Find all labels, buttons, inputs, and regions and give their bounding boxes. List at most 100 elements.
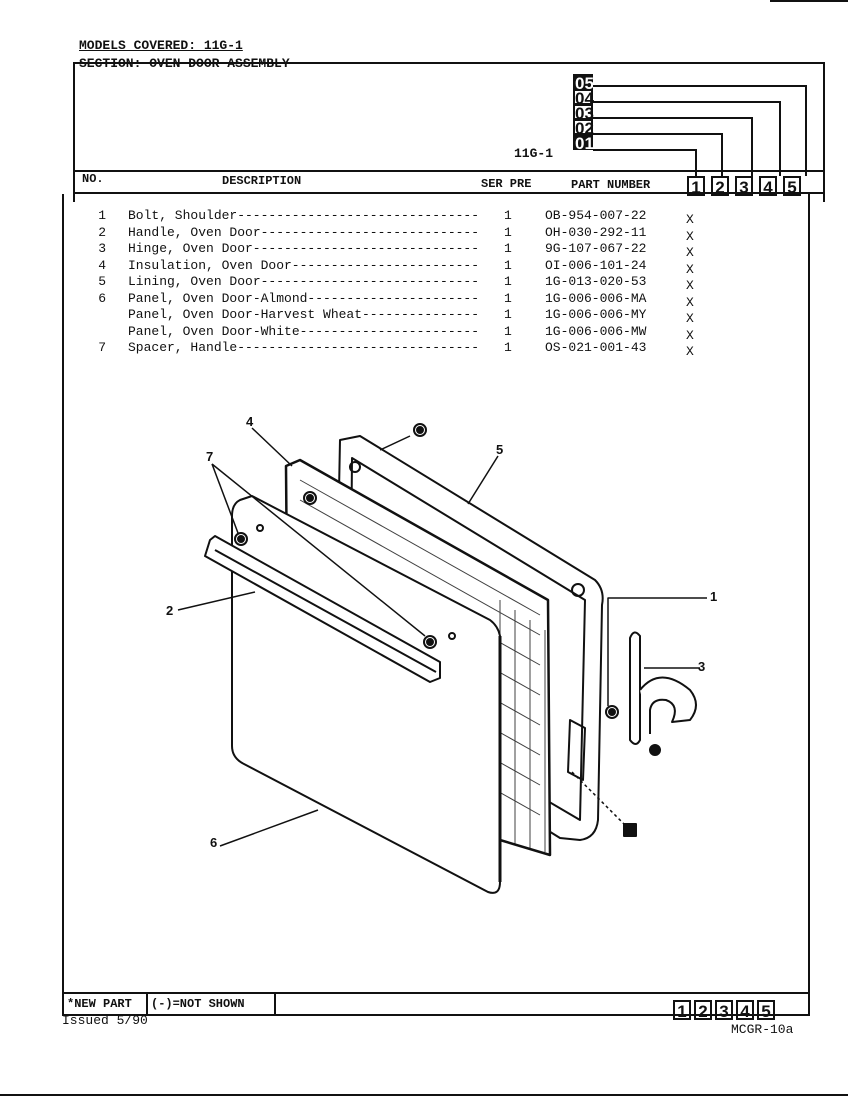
- table-row: 6 Panel, Oven Door-Almond----------------…: [0, 290, 848, 310]
- corner-rule: [770, 0, 848, 2]
- dot-leader: ----------------------: [307, 290, 480, 306]
- model-mark: X: [686, 294, 694, 310]
- dot-leader: ----------------------------: [260, 274, 480, 289]
- callout-spacer: 7: [206, 449, 214, 464]
- dot-leader: ---------------: [362, 307, 480, 322]
- dot-leader: ----------------------------: [260, 224, 480, 240]
- footer-model: 5: [757, 1000, 775, 1021]
- body-frame: [62, 194, 810, 994]
- footer-model: 1: [673, 1000, 691, 1021]
- part-description: Panel, Oven Door-Almond: [128, 290, 308, 306]
- serial-marker: 02: [573, 119, 594, 138]
- part-number: 1G-006-006-MW: [545, 323, 647, 339]
- part-no: 4: [98, 257, 106, 273]
- col-no: NO.: [82, 172, 104, 186]
- part-description: Panel, Oven Door-White: [128, 323, 300, 339]
- table-row: 2 Handle, Oven Door----------------------…: [0, 224, 848, 244]
- table-row: Panel, Oven Door-Harvest Wheat----------…: [0, 306, 848, 326]
- part-qty: 1: [504, 340, 512, 355]
- model-mark: X: [686, 278, 694, 293]
- serial-marker-stack: 05 04 03 02 01: [573, 74, 594, 153]
- part-number: OS-021-001-43: [545, 340, 647, 355]
- model-label: 11G-1: [514, 146, 554, 161]
- model-col: 3: [735, 176, 753, 197]
- model-mark: X: [686, 311, 694, 326]
- dot-leader: -----------------------------: [252, 241, 480, 256]
- callout-insulation: 4: [246, 414, 254, 429]
- model-col: 1: [687, 176, 705, 197]
- part-description: Panel, Oven Door-Harvest Wheat: [128, 307, 363, 322]
- hinge: [629, 631, 641, 745]
- column-header-row: [73, 170, 825, 194]
- part-number: 1G-006-006-MY: [545, 307, 647, 322]
- issued-date: Issued 5/90: [62, 1013, 148, 1028]
- serial-marker: 03: [573, 104, 594, 123]
- dot-leader: -----------------------: [299, 323, 480, 339]
- serial-marker: 05: [573, 74, 594, 93]
- oven-door-diagram: [177, 423, 707, 894]
- models-covered: MODELS COVERED: 11G-1: [79, 38, 243, 53]
- part-no: 6: [98, 290, 106, 306]
- table-row: Panel, Oven Door-White------------------…: [0, 323, 848, 343]
- table-row: 4 Insulation, Oven Door------------------…: [0, 257, 848, 277]
- part-no: 2: [98, 224, 106, 240]
- table-row: 5 Lining, Oven Door----------------------…: [0, 273, 848, 293]
- footer-model: 3: [715, 1000, 733, 1021]
- serial-marker: 04: [573, 89, 594, 108]
- table-row: 3 Hinge, Oven Door-----------------------…: [0, 240, 848, 260]
- part-qty: 1: [504, 307, 512, 322]
- model-col: 5: [783, 176, 801, 197]
- serial-marker: 01: [573, 134, 594, 153]
- part-qty: 1: [504, 274, 512, 289]
- callout-handle: 2: [166, 603, 174, 618]
- section-title: SECTION: OVEN DOOR ASSEMBLY: [79, 56, 290, 71]
- part-number: OI-006-101-24: [545, 257, 647, 273]
- part-description: Spacer, Handle: [128, 340, 238, 355]
- part-description: Lining, Oven Door: [128, 274, 261, 289]
- footer-bar: *NEW PART (-)=NOT SHOWN: [62, 992, 810, 1016]
- model-mark: X: [686, 261, 694, 277]
- part-number: OH-030-292-11: [545, 224, 647, 240]
- model-mark: X: [686, 228, 694, 244]
- part-description: Hinge, Oven Door: [128, 241, 253, 256]
- col-description: DESCRIPTION: [222, 174, 302, 188]
- part-number: 9G-107-067-22: [545, 241, 647, 256]
- callout-panel: 6: [210, 835, 218, 850]
- part-number: 1G-006-006-MA: [545, 290, 647, 306]
- footer-new-part: *NEW PART: [64, 994, 148, 1014]
- part-qty: 1: [504, 224, 512, 240]
- part-qty: 1: [504, 323, 512, 339]
- model-mark: X: [686, 245, 694, 260]
- dot-leader: ------------------------: [291, 257, 480, 273]
- part-number: 1G-013-020-53: [545, 274, 647, 289]
- model-mark: X: [686, 344, 694, 359]
- part-qty: 1: [504, 257, 512, 273]
- model-mark: X: [686, 212, 694, 227]
- serial-leader-lines: [593, 85, 807, 176]
- col-ser-pre: SER PRE: [481, 177, 532, 191]
- part-description: Handle, Oven Door: [128, 224, 261, 240]
- part-qty: 1: [504, 290, 512, 306]
- footer-model: 2: [694, 1000, 712, 1021]
- part-no: 3: [98, 241, 106, 256]
- part-no: 1: [98, 208, 106, 223]
- footer-not-shown: (-)=NOT SHOWN: [148, 994, 276, 1014]
- part-qty: 1: [504, 241, 512, 256]
- table-row: 7 Spacer, Handle-------------------------…: [0, 339, 848, 359]
- model-col: 4: [759, 176, 777, 197]
- part-description: Bolt, Shoulder: [128, 208, 238, 223]
- callout-hinge: 3: [698, 659, 706, 674]
- part-description: Insulation, Oven Door: [128, 257, 292, 273]
- page-code: MCGR-10a: [731, 1022, 794, 1037]
- model-col: 2: [711, 176, 729, 197]
- part-no: 7: [98, 340, 106, 355]
- bottom-rule: [0, 1094, 848, 1096]
- callout-bolt: 1: [710, 589, 718, 604]
- part-no: 5: [98, 274, 106, 289]
- model-mark: X: [686, 327, 694, 343]
- dot-leader: -------------------------------: [237, 340, 480, 355]
